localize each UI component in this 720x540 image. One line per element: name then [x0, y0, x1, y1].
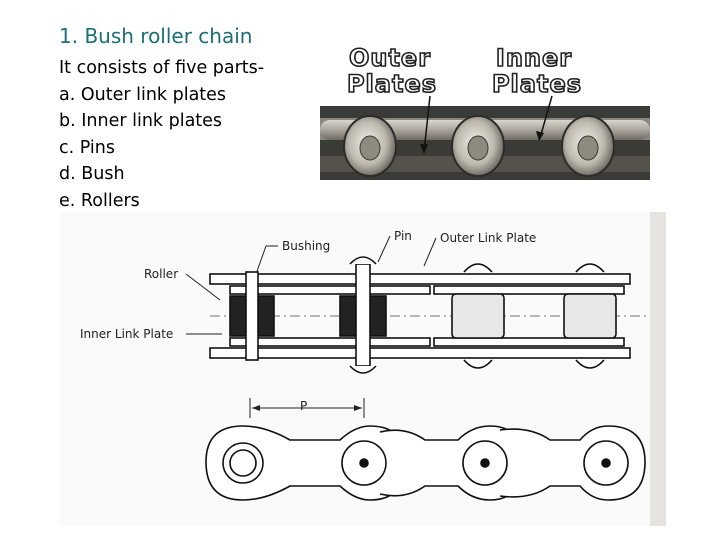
photo-label-outer-1: Outer — [349, 44, 431, 72]
photo-label-outer-2: Plates — [347, 70, 437, 98]
label-bushing: Bushing — [282, 239, 330, 253]
part-item-c: c. Pins — [59, 137, 115, 158]
parts-list: It consists of five parts- a. Outer link… — [59, 55, 264, 214]
part-item-b: b. Inner link plates — [59, 111, 223, 131]
part-item-a: a. Outer link plates — [59, 84, 227, 105]
part-item-d: d. Bush — [59, 164, 125, 184]
photo-label-inner-2: Plates — [492, 70, 582, 98]
label-outer-link-plate: Outer Link Plate — [440, 231, 536, 245]
chain-photo: Outer Plates Inner Plates — [320, 28, 650, 180]
label-pitch: P — [300, 399, 307, 413]
label-inner-link-plate: Inner Link Plate — [80, 327, 173, 341]
label-roller: Roller — [144, 267, 178, 281]
parts-intro: It consists of five parts- — [59, 58, 265, 78]
slide-title: 1. Bush roller chain — [59, 24, 253, 48]
part-item-e: e. Rollers — [59, 190, 140, 211]
section-view — [209, 256, 631, 374]
chain-rollers — [343, 115, 615, 177]
chain-diagram: Bushing Pin Outer Link Plate Roller Inne… — [60, 212, 666, 526]
label-pin: Pin — [394, 229, 412, 243]
side-view — [205, 425, 646, 501]
photo-label-inner-1: Inner — [496, 44, 572, 72]
